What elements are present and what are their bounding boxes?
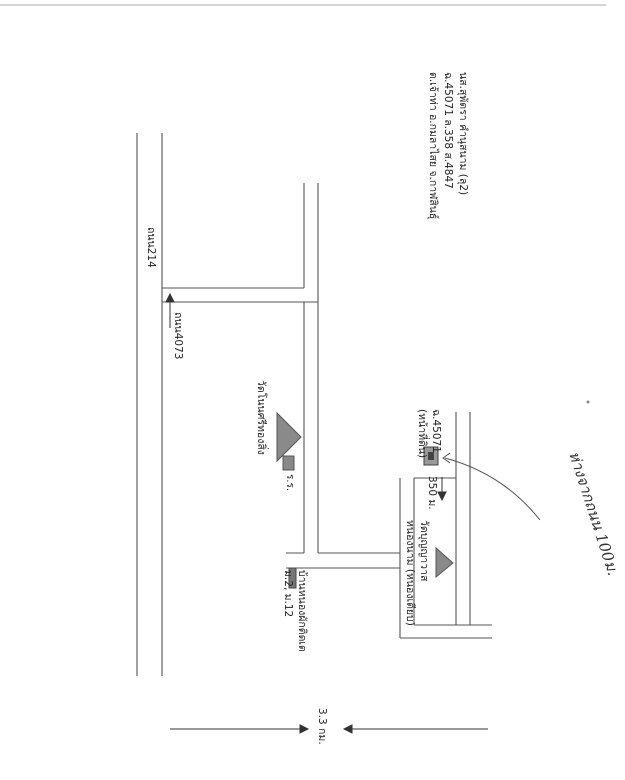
temple-2-sub: หนองนาม (หนองเตียบ) [404, 520, 416, 626]
map-drawing [136, 133, 590, 734]
road-4073-label: ถนน4073 [172, 312, 184, 360]
plot-house-door [428, 452, 434, 460]
temple-1-triangle [276, 411, 302, 463]
temple-2-label-block: วัดบุญญาวาส หนองนาม (หนองเตียบ) [403, 520, 431, 626]
temple-1-label: วัดโนนศรีทองสิ่ง [255, 380, 267, 455]
village-marker [288, 567, 297, 589]
village-name: บ้านหนองผักติดเต [296, 570, 308, 652]
plot-sub: (หน้าที่ดิน) [416, 409, 428, 459]
plot-id: ฉ.45071 [430, 409, 442, 453]
temple-2-triangle [435, 546, 454, 579]
highway-214-label: ถนน214 [145, 227, 157, 268]
village-moo: ม.2, ม.12 [282, 570, 294, 618]
plot-label-block: ฉ.45071 (หน้าที่ดิน) [415, 409, 443, 458]
school-square [282, 455, 295, 471]
deed-numbers: ฉ.45071 ล.358 ส.4847 [442, 72, 454, 189]
school-label: ร.ร. [284, 474, 295, 492]
header-block: นส.สุพัตรา คำนุสนาม (ลุ2) ฉ.45071 ล.358 … [425, 72, 470, 219]
village-label-block: บ้านหนองผักติดเต ม.2, ม.12 [281, 570, 309, 652]
road-4073-direction-arrow [165, 292, 175, 328]
distance-350-arrow [437, 477, 447, 502]
handwritten-pointer-arrow [444, 457, 541, 521]
stray-dot [586, 400, 590, 404]
location-address: ต.เจ้าท่า อ.กมลาไสย จ.กาฬสินธุ์ [427, 72, 439, 220]
owner-name: นส.สุพัตรา คำนุสนาม (ลุ2) [457, 72, 469, 196]
page-top-border [0, 4, 606, 6]
temple-2-name: วัดบุญญาวาส [418, 520, 430, 582]
total-distance-arrows [170, 724, 488, 734]
distance-350-label: 350 ม. [426, 476, 438, 510]
total-distance-label: 3.3 กม. [316, 708, 328, 745]
